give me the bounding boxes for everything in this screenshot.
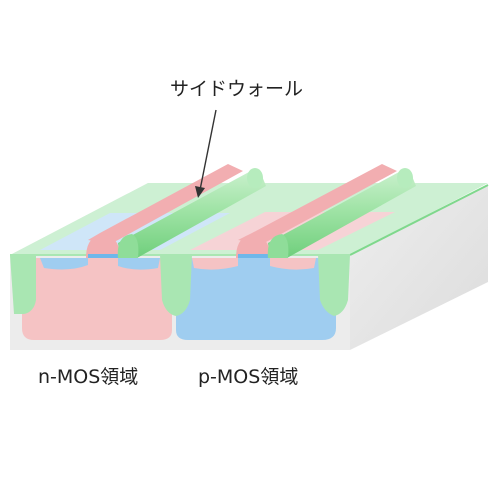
p-source-drain-right [270, 258, 316, 270]
sti-left [10, 255, 36, 314]
sidewall-rod-n-cap [247, 168, 263, 188]
sidewall-rod-n-front [117, 234, 139, 258]
p-source-drain-left [192, 258, 238, 270]
n-well [22, 258, 172, 340]
sti-middle [160, 255, 192, 316]
sidewall-callout-label: サイドウォール [170, 78, 304, 100]
isolation-trenches [10, 254, 350, 316]
sidewall-rod-p-front [267, 234, 289, 258]
sti-right [318, 255, 350, 316]
wells [22, 258, 336, 340]
n-source-drain-left [40, 258, 88, 270]
p-well [176, 258, 336, 340]
sidewalls [117, 168, 416, 258]
p-gate-oxide [238, 254, 268, 258]
p-gate-stripe [238, 164, 397, 244]
pmos-region-label: p-MOS領域 [198, 366, 299, 388]
sidewall-rod-n [118, 172, 266, 258]
n-source-drain-right [118, 258, 160, 270]
gate-cross-sections [86, 234, 270, 258]
n-gate-stripe [88, 164, 243, 244]
arrowhead [195, 186, 205, 198]
p-gate-section [236, 234, 270, 258]
n-gate-oxide [88, 254, 118, 258]
nmos-region-label: n-MOS領域 [38, 366, 139, 388]
gates [88, 164, 397, 244]
n-gate-section [86, 234, 120, 258]
right-edge-highlight [349, 184, 489, 256]
callout-arrow [195, 109, 217, 198]
sidewall-rod-p [268, 172, 416, 258]
arrow-line [199, 109, 217, 191]
sidewall-rod-p-cap [397, 168, 413, 188]
substrate-right-face [350, 185, 488, 350]
